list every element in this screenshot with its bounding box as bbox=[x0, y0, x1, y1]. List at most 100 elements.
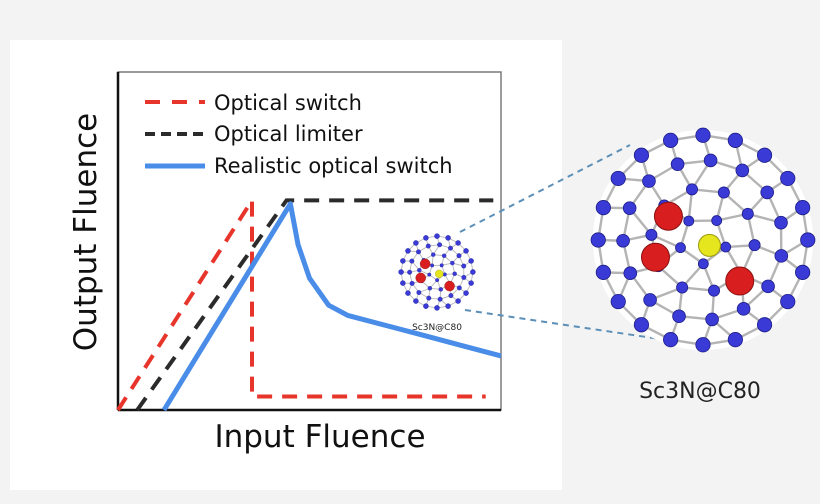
carbon-atom bbox=[455, 240, 461, 246]
carbon-atom bbox=[756, 147, 773, 163]
carbon-atom bbox=[437, 296, 443, 302]
carbon-atom bbox=[427, 272, 432, 277]
carbon-atom bbox=[442, 272, 447, 277]
carbon-atom bbox=[448, 245, 453, 251]
scandium-atom bbox=[725, 266, 755, 296]
carbon-atom bbox=[461, 263, 467, 269]
carbon-atom bbox=[413, 240, 419, 246]
carbon-atom bbox=[423, 303, 429, 309]
carbon-atom bbox=[711, 215, 723, 226]
carbon-atom bbox=[431, 252, 436, 257]
legend-label-optical-switch: Optical switch bbox=[214, 91, 362, 115]
carbon-atom bbox=[461, 274, 467, 280]
carbon-atom bbox=[645, 228, 658, 241]
carbon-atom bbox=[795, 264, 811, 280]
series-optical-limiter-line bbox=[135, 198, 494, 412]
scandium-atom bbox=[419, 258, 431, 270]
carbon-atom bbox=[708, 284, 721, 297]
nitrogen-atom bbox=[435, 269, 444, 278]
scandium-atom bbox=[640, 242, 670, 272]
carbon-atom bbox=[780, 293, 796, 310]
carbon-atom bbox=[413, 298, 419, 304]
carbon-atom bbox=[756, 317, 773, 333]
scandium-atom bbox=[444, 280, 455, 292]
nitrogen-atom bbox=[697, 233, 721, 257]
carbon-atom bbox=[622, 201, 637, 215]
carbon-atom bbox=[463, 290, 469, 296]
carbon-atom bbox=[695, 127, 711, 143]
legend-label-optical-limiter: Optical limiter bbox=[214, 122, 363, 146]
carbon-atom bbox=[409, 280, 415, 286]
carbon-atom bbox=[595, 264, 611, 280]
carbon-atom bbox=[450, 260, 455, 266]
carbon-atom bbox=[697, 258, 709, 270]
y-axis-label: Output Fluence bbox=[68, 113, 104, 351]
carbon-atom bbox=[434, 233, 440, 239]
carbon-atom bbox=[416, 249, 421, 255]
carbon-atom bbox=[705, 312, 719, 327]
carbon-atom bbox=[590, 232, 606, 248]
carbon-atom bbox=[439, 263, 444, 268]
carbon-atom bbox=[398, 269, 404, 275]
carbon-atom bbox=[441, 253, 447, 258]
carbon-atom bbox=[455, 298, 461, 304]
carbon-atom bbox=[448, 293, 454, 299]
carbon-atom bbox=[727, 332, 743, 348]
carbon-atom bbox=[468, 280, 474, 286]
carbon-atom bbox=[445, 303, 451, 309]
x-axis-label: Input Fluence bbox=[214, 419, 425, 455]
carbon-atom bbox=[741, 207, 754, 220]
carbon-atom bbox=[633, 317, 650, 333]
carbon-atom bbox=[623, 266, 638, 280]
carbon-atom bbox=[663, 332, 679, 348]
carbon-atom bbox=[670, 157, 685, 172]
carbon-atom bbox=[683, 215, 695, 227]
carbon-atom bbox=[735, 163, 750, 178]
inset-molecule-image bbox=[398, 233, 476, 311]
carbon-atom bbox=[595, 200, 611, 216]
carbon-atom bbox=[774, 215, 788, 230]
scandium-atom bbox=[415, 272, 426, 284]
carbon-atom bbox=[800, 232, 816, 248]
carbon-atom bbox=[748, 239, 761, 252]
carbon-atom bbox=[438, 287, 443, 292]
carbon-atom bbox=[676, 281, 689, 294]
carbon-atom bbox=[663, 132, 679, 148]
carbon-atom bbox=[727, 132, 743, 148]
carbon-atom bbox=[405, 248, 411, 254]
carbon-atom bbox=[695, 337, 711, 353]
carbon-atom bbox=[426, 295, 432, 301]
large-molecule-image bbox=[590, 127, 816, 353]
carbon-atom bbox=[435, 278, 440, 283]
carbon-atom bbox=[423, 235, 429, 241]
carbon-atom bbox=[456, 285, 462, 291]
leader-line-top bbox=[459, 144, 631, 233]
carbon-atom bbox=[425, 243, 431, 249]
carbon-atom bbox=[633, 147, 650, 163]
carbon-atom bbox=[407, 269, 413, 275]
series-optical-switch-line bbox=[116, 193, 486, 412]
carbon-atom bbox=[456, 253, 462, 259]
carbon-atom bbox=[717, 186, 730, 199]
carbon-atom bbox=[468, 258, 474, 264]
carbon-atom bbox=[470, 269, 476, 275]
carbon-atom bbox=[427, 286, 433, 291]
inset-molecule-label: Sc3N@C80 bbox=[412, 323, 462, 333]
carbon-atom bbox=[774, 249, 789, 263]
carbon-atom bbox=[400, 258, 406, 264]
carbon-atom bbox=[761, 279, 775, 294]
carbon-atom bbox=[675, 242, 686, 254]
series-realistic-optical-switch-line bbox=[161, 201, 502, 412]
carbon-atom bbox=[616, 233, 630, 248]
carbon-atom bbox=[416, 290, 422, 295]
carbon-atom bbox=[610, 293, 626, 310]
scandium-atom bbox=[653, 201, 683, 231]
carbon-atom bbox=[610, 170, 626, 187]
carbon-atom bbox=[437, 242, 443, 248]
carbon-atom bbox=[780, 170, 796, 187]
large-molecule-label: Sc3N@C80 bbox=[639, 379, 761, 404]
carbon-atom bbox=[720, 241, 732, 253]
carbon-atom bbox=[400, 280, 406, 286]
